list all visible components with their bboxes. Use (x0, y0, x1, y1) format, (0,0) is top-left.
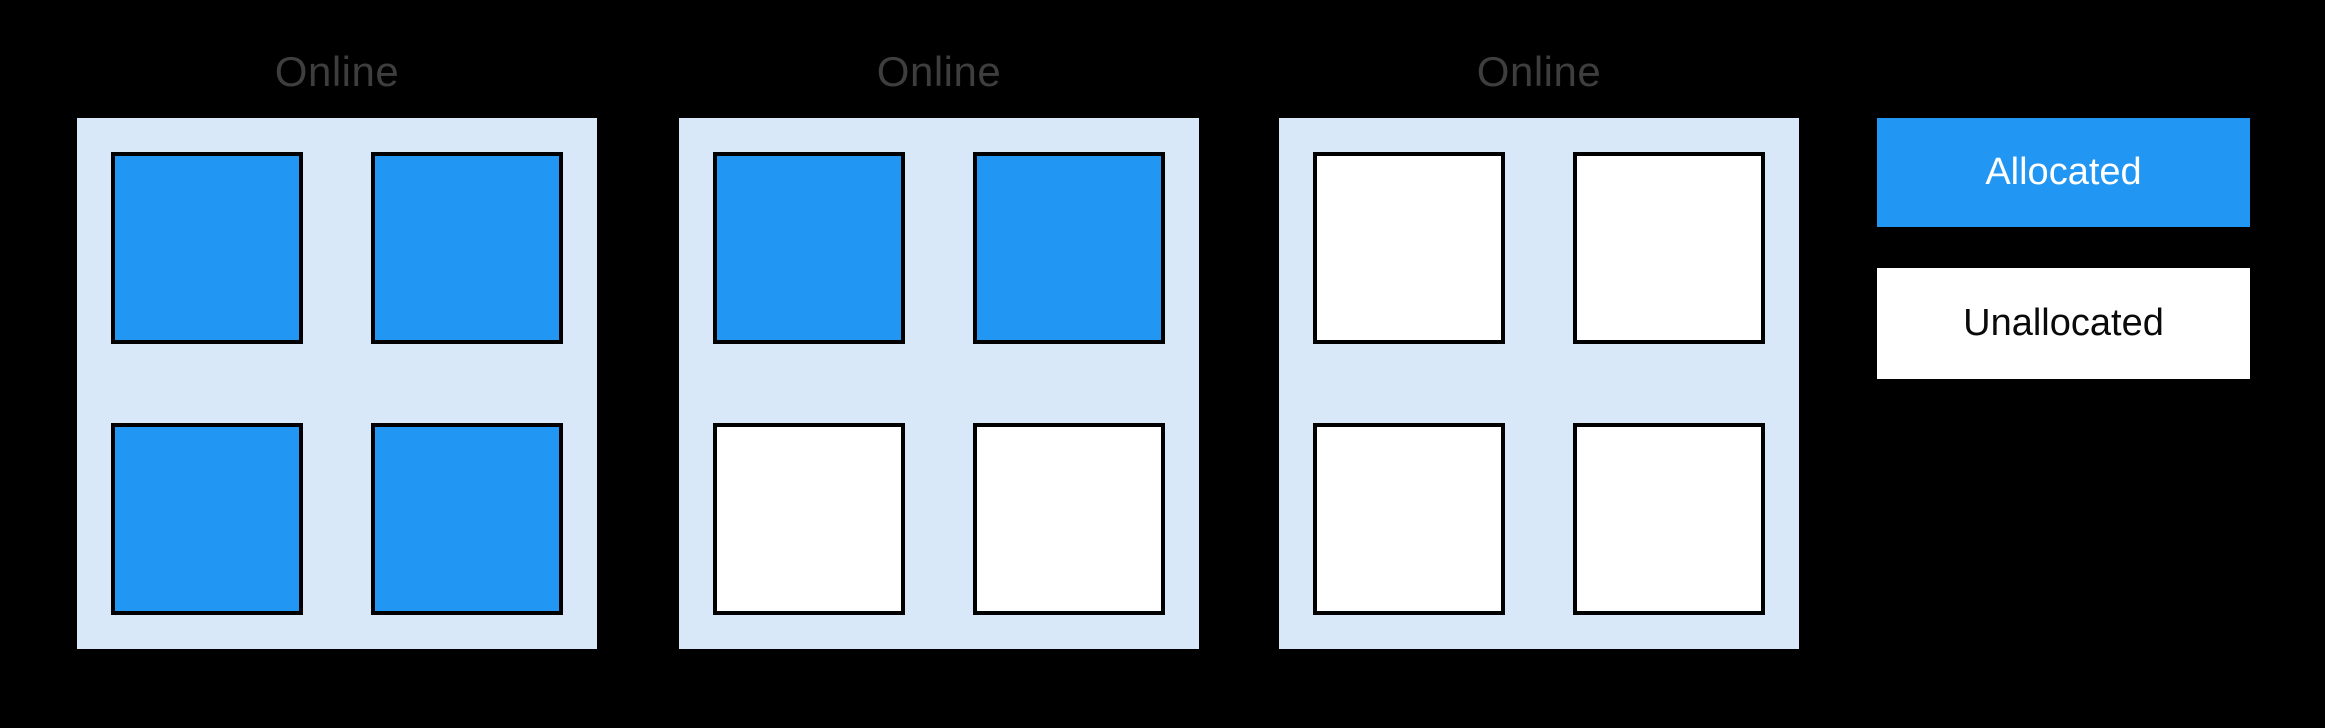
node-status-label: Online (1476, 48, 1602, 95)
slot (1313, 152, 1505, 344)
slot (1313, 423, 1505, 615)
legend-allocated: Allocated (1877, 118, 2250, 227)
legend-unallocated-label: Unallocated (1963, 302, 2164, 344)
node-container (679, 118, 1199, 649)
slot (973, 423, 1165, 615)
node-container (1279, 118, 1799, 649)
slot (111, 423, 303, 615)
node-container (77, 118, 597, 649)
node-status-label: Online (274, 48, 400, 95)
slot (1573, 152, 1765, 344)
node-status-label: Online (876, 48, 1002, 95)
slot (973, 152, 1165, 344)
legend-unallocated: Unallocated (1877, 268, 2250, 379)
slot (713, 152, 905, 344)
slot (371, 423, 563, 615)
slot (713, 423, 905, 615)
legend-allocated-label: Allocated (1985, 151, 2142, 193)
slot (371, 152, 563, 344)
slot (111, 152, 303, 344)
slot (1573, 423, 1765, 615)
